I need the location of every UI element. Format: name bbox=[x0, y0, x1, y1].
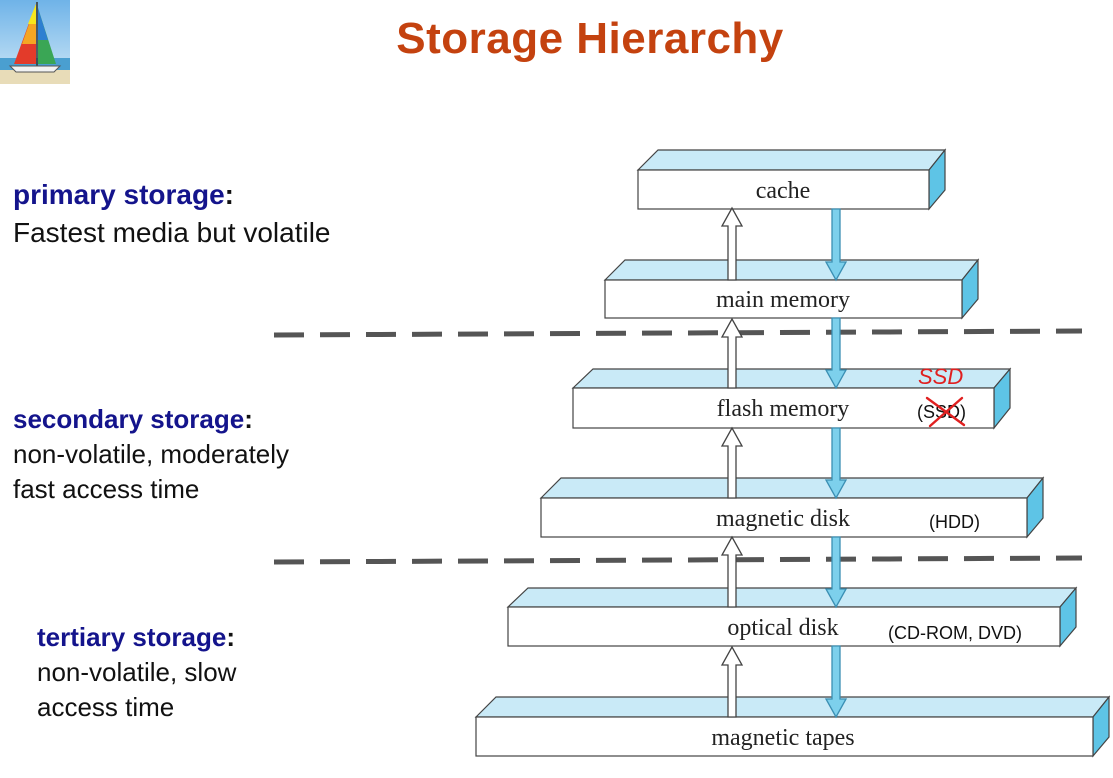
tertiary-storage-colon: : bbox=[226, 622, 235, 652]
level-label-cache: cache bbox=[756, 178, 811, 204]
level-label-magnetic-disk: magnetic disk bbox=[716, 506, 850, 532]
tertiary-storage-label: tertiary storage: non-volatile, slow acc… bbox=[37, 620, 236, 725]
strikethrough-mark bbox=[925, 396, 966, 428]
handwritten-annotation: SSD bbox=[918, 364, 966, 428]
level-box-cache bbox=[636, 148, 947, 211]
up-arrow-icon bbox=[720, 426, 744, 499]
secondary-storage-colon: : bbox=[244, 404, 253, 434]
secondary-storage-description-line-2: fast access time bbox=[13, 474, 200, 504]
tertiary-storage-description-line-2: access time bbox=[37, 692, 175, 722]
down-arrow-icon bbox=[824, 645, 848, 719]
note-flash-memory: (SSD) bbox=[917, 402, 966, 422]
level-box-main-memory bbox=[603, 258, 980, 320]
level-box-flash-memory bbox=[571, 367, 1012, 430]
level-box-magnetic-tapes bbox=[474, 695, 1111, 758]
secondary-storage-description-line-1: non-volatile, moderately bbox=[13, 439, 290, 469]
down-arrows bbox=[824, 208, 848, 719]
level-box-optical-disk bbox=[506, 586, 1078, 648]
divider-primary-secondary bbox=[273, 328, 1083, 338]
primary-storage-colon: : bbox=[224, 179, 234, 210]
note-optical-disk: (CD-ROM, DVD) bbox=[888, 623, 1022, 643]
primary-storage-heading: primary storage bbox=[13, 179, 225, 210]
down-arrow-icon bbox=[824, 536, 848, 609]
level-label-main-memory: main memory bbox=[716, 287, 850, 313]
primary-storage-label: primary storage: Fastest media but volat… bbox=[13, 176, 331, 252]
up-arrow-icon bbox=[720, 535, 744, 608]
down-arrow-icon bbox=[824, 208, 848, 282]
up-arrow-icon bbox=[720, 645, 744, 718]
primary-storage-description: Fastest media but volatile bbox=[13, 217, 331, 248]
down-arrow-icon bbox=[824, 427, 848, 500]
level-box-magnetic-disk bbox=[539, 476, 1045, 539]
level-label-flash-memory: flash memory bbox=[717, 396, 850, 422]
sailboat-icon bbox=[0, 0, 70, 84]
up-arrow-icon bbox=[720, 206, 744, 281]
down-arrow-icon bbox=[824, 317, 848, 390]
up-arrow-icon bbox=[720, 317, 744, 389]
secondary-storage-label: secondary storage: non-volatile, moderat… bbox=[13, 402, 289, 507]
note-magnetic-disk: (HDD) bbox=[929, 512, 980, 532]
secondary-storage-heading: secondary storage bbox=[13, 404, 245, 434]
logo-image bbox=[0, 0, 70, 84]
level-label-optical-disk: optical disk bbox=[727, 615, 838, 641]
up-arrows bbox=[720, 206, 744, 718]
slide-title: Storage Hierarchy bbox=[396, 14, 784, 63]
tertiary-storage-heading: tertiary storage bbox=[37, 622, 227, 652]
handwritten-ssd: SSD bbox=[918, 364, 963, 389]
tertiary-storage-description-line-1: non-volatile, slow bbox=[37, 657, 237, 687]
divider-secondary-tertiary bbox=[273, 555, 1083, 565]
level-label-magnetic-tapes: magnetic tapes bbox=[711, 725, 854, 751]
